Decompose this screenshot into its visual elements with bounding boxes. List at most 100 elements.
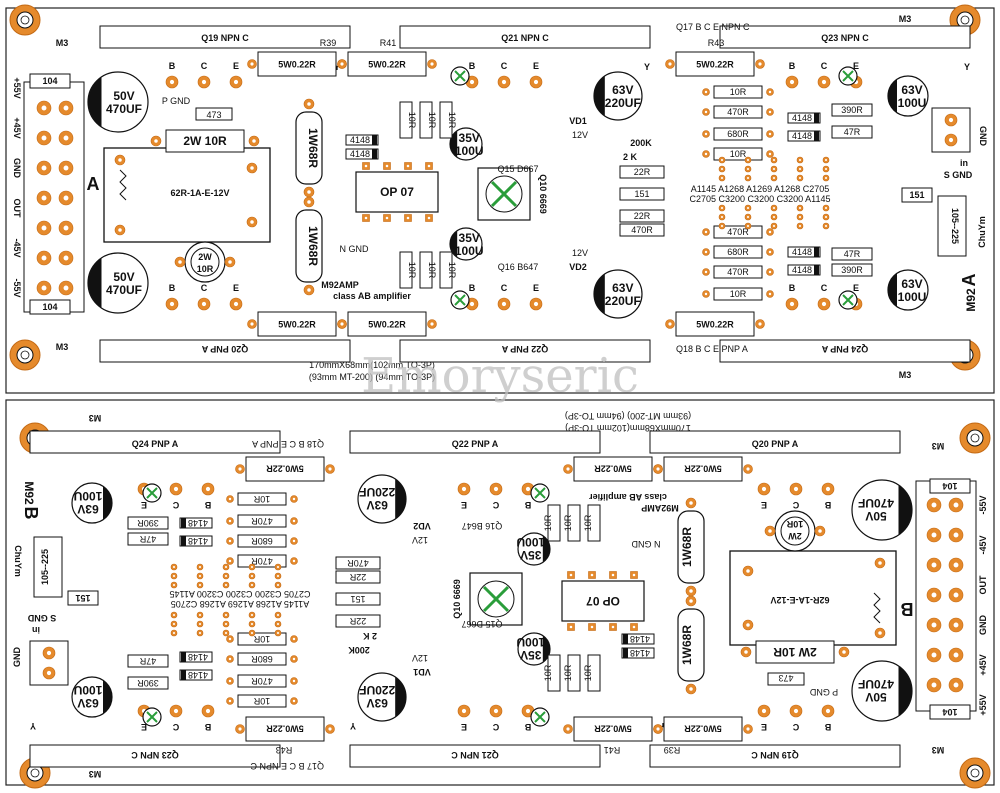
driver-mid-resistor (335, 556, 381, 570)
transistor-name-bottom: Q20 PNP A (752, 439, 799, 449)
diode-band (181, 536, 186, 546)
emitter-resistor-ref: R39 (664, 745, 681, 755)
power-transistor-top-pin-label: C (821, 61, 828, 71)
driver-resistor (237, 554, 287, 568)
vd2-label: VD2 (413, 521, 431, 531)
driver-resistor-pad-hole (768, 90, 772, 94)
vertical-resistor (567, 504, 581, 542)
heatsink-rail-top (399, 25, 651, 49)
small-transistor-pad-hole (720, 206, 724, 210)
driver-resistor-value: 10R (253, 634, 270, 644)
small-transistor-pad-hole (172, 574, 176, 578)
vertical-resistor (399, 101, 413, 139)
ic-pin-hole (364, 216, 368, 220)
power-transistor-top-pin-label: E (141, 722, 147, 732)
resistor-151-value: 151 (909, 190, 924, 200)
power-terminal-label: -45V (978, 535, 988, 554)
test-point-mark (454, 70, 466, 82)
cap-c05-voltage: 63V (77, 696, 98, 710)
power-connector-pad-hole (953, 592, 959, 598)
driver-resistor (237, 632, 287, 646)
filter-cap-c11-value: 470UF (858, 677, 894, 691)
vertical-resistor (439, 251, 453, 289)
vertical-resistor-value: 10R (447, 262, 457, 279)
small-transistor-pad-hole (772, 167, 776, 171)
cap-c16-value: 100U (455, 244, 484, 258)
emitter-resistor-bottom-label: 5W0.22R (278, 320, 316, 330)
relay-coil (119, 169, 127, 201)
power-transistor-bottom-pin-label: C (821, 283, 828, 293)
small-transistor-pad-hole (250, 565, 254, 569)
driver-resistor-pad-hole (228, 679, 232, 683)
transistor-array-line-2: C2705 C3200 C3200 C3200 A1145 (170, 589, 311, 599)
driver-mid-resistor-value: 151 (634, 189, 649, 199)
driver-mid-resistor (335, 570, 381, 584)
bias-resistor-value: 390R (841, 265, 863, 275)
driver-mid-resistor (619, 209, 665, 223)
driver-resistor-pad-hole (228, 699, 232, 703)
power-transistor-bottom-pin-hole (533, 301, 539, 307)
vd1-label: VD1 (413, 667, 431, 677)
power-transistor-bottom-pin-hole (461, 486, 467, 492)
power-transistor-bottom-pin-hole (789, 301, 795, 307)
cap-c05 (71, 676, 113, 718)
cap-c15-value: 100U (455, 144, 484, 158)
filter-cap-c12 (851, 479, 913, 541)
opamp-ic (561, 580, 645, 622)
resistor-1w68r-pad-hole (689, 589, 693, 593)
emitter-resistor-ref: R43 (276, 745, 293, 755)
heatsink-rail-bottom (719, 339, 971, 363)
cap-c15 (449, 127, 483, 161)
heatsink-rail-top (99, 25, 351, 49)
power-transistor-top-pin-hole (821, 79, 827, 85)
dimensions-line-1: 170mmX68mm(102mm TO-3P) (565, 423, 691, 433)
pgnd-label: P GND (162, 96, 191, 106)
small-transistor-pad-hole (276, 613, 280, 617)
channel-letter-right: B (21, 507, 41, 520)
driver-resistor-pad-hole (768, 110, 772, 114)
bias-transistor-q10-mark (482, 585, 510, 613)
diode-4148-label: 4148 (188, 518, 208, 528)
watermark: Emoryseric (361, 348, 639, 404)
transistor-name-bottom: Q24 PNP A (132, 439, 179, 449)
cap-c16 (449, 227, 483, 261)
resistor-473 (195, 107, 233, 121)
power-transistor-bottom-pin-hole (469, 301, 475, 307)
power-connector-pad-hole (41, 195, 47, 201)
filter-cap-c12 (87, 252, 149, 314)
relay-pad-hole (878, 631, 882, 635)
emitter-resistor-bottom-label: 5W0.22R (696, 320, 734, 330)
diode-band (181, 670, 186, 680)
driver-resistor-value: 470R (727, 107, 749, 117)
power-terminal-label: -55V (978, 495, 988, 514)
small-transistor-pad-hole (224, 574, 228, 578)
emitter-resistor-bottom-pad-hole (758, 322, 762, 326)
channel-letter-left: B (901, 599, 914, 619)
heatsink-rail-bottom (29, 430, 281, 454)
power-transistor-top-pin-label: C (792, 722, 799, 732)
hole-label-m3: M3 (932, 745, 945, 755)
driver-q18-label: Q18 B C E PNP A (676, 344, 748, 354)
filter-cap-c12-polarity-band (898, 485, 912, 535)
small-transistor-pad-hole (798, 215, 802, 219)
emitter-resistor-top (257, 51, 337, 77)
small-transistor-pad-hole (198, 613, 202, 617)
mounting-hole-bl-center (20, 350, 30, 360)
emitter-resistor-bottom-pad-hole (328, 467, 332, 471)
power-transistor-top-pin-hole (525, 708, 531, 714)
driver-resistor-pad-hole (704, 270, 708, 274)
dimensions-line-2: (93mm MT-200) (94mm TO-3P) (309, 372, 435, 382)
power-terminal-label: -45V (12, 238, 22, 257)
brand-label-vertical: ChuYm (977, 216, 987, 248)
power-transistor-top-pin-label: B (204, 722, 211, 732)
resistor-r44-pad-hole (154, 139, 158, 143)
transistor-name-top: Q23 NPN C (131, 750, 179, 760)
diode-4148 (787, 246, 821, 258)
small-transistor-pad-hole (772, 158, 776, 162)
cap-c16 (517, 532, 551, 566)
vertical-resistor (399, 251, 413, 289)
small-transistor-pad-hole (798, 167, 802, 171)
driver-mid-resistor-value: 22R (634, 167, 651, 177)
driver-resistor-pad-hole (704, 250, 708, 254)
